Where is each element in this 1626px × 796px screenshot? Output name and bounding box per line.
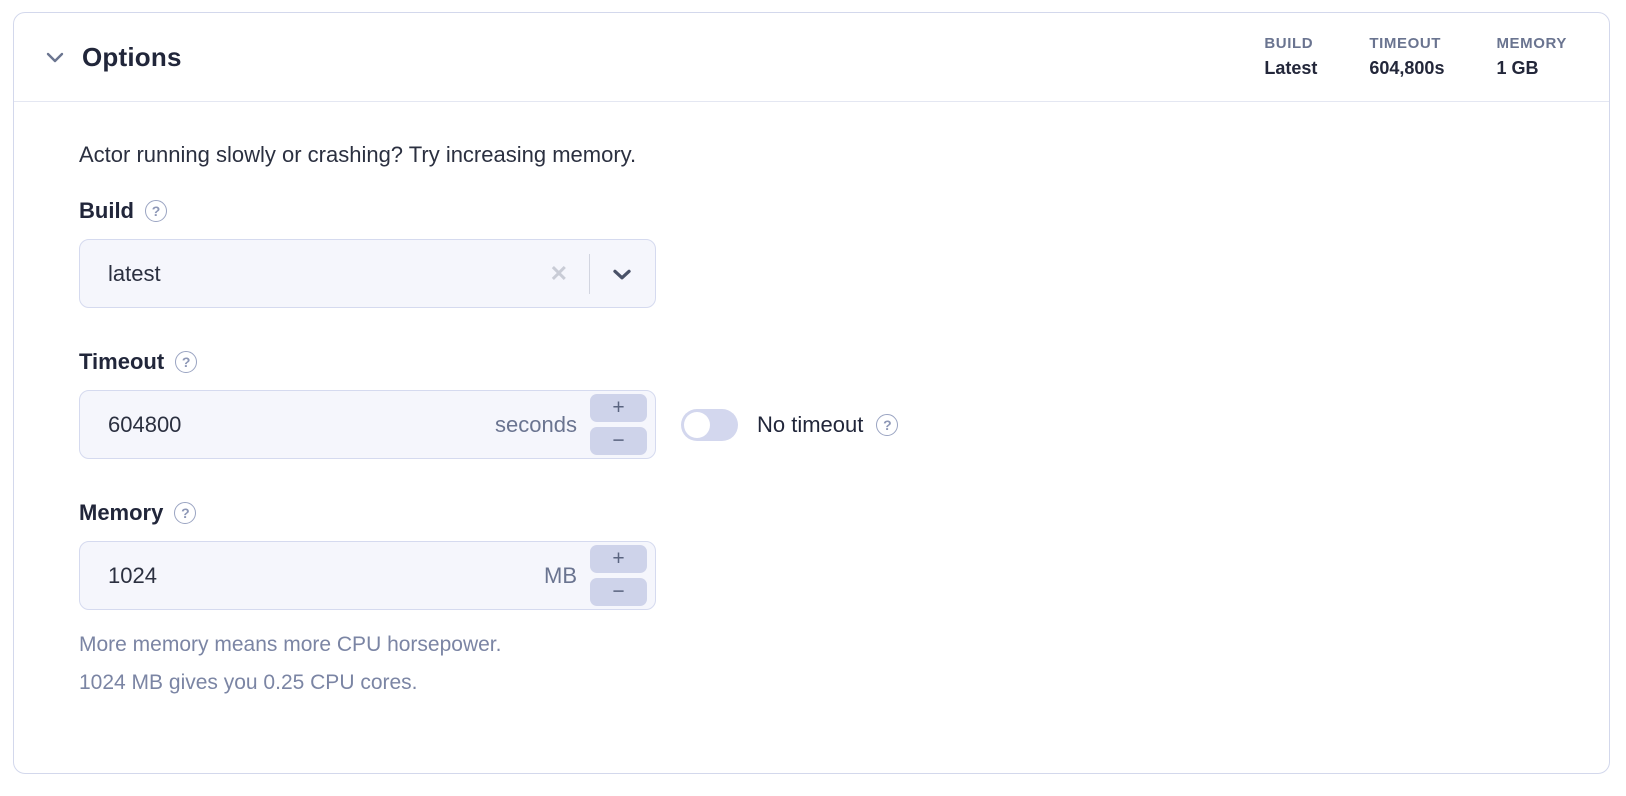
memory-field-group: Memory ? MB + − More memory means more C… [79,500,1545,702]
memory-stepper: + − [590,545,647,606]
stat-build: BUILD Latest [1264,33,1317,81]
header-stats: BUILD Latest TIMEOUT 604,800s MEMORY 1 G… [1264,33,1567,81]
chevron-down-icon [43,45,67,69]
options-panel-body: Actor running slowly or crashing? Try in… [14,102,1609,742]
memory-increment-button[interactable]: + [590,545,647,573]
memory-help-icon[interactable]: ? [174,502,197,524]
no-timeout-toggle[interactable] [681,408,738,441]
timeout-input-box: seconds + − [79,390,656,459]
chevron-down-icon [609,261,635,287]
timeout-decrement-button[interactable]: − [590,427,647,455]
build-clear-icon[interactable]: ✕ [546,262,572,285]
timeout-increment-button[interactable]: + [590,394,647,422]
select-divider [589,253,590,294]
build-select-value: latest [108,260,161,286]
collapse-options-button[interactable] [40,42,70,72]
panel-title: Options [82,41,182,72]
stat-build-label: BUILD [1264,35,1314,52]
timeout-input[interactable] [108,411,496,438]
timeout-stepper: + − [590,394,647,455]
timeout-help-icon[interactable]: ? [175,351,198,373]
build-label: Build [79,198,134,223]
build-help-icon[interactable]: ? [145,200,167,222]
no-timeout-help-icon[interactable]: ? [876,413,899,436]
stat-memory: MEMORY 1 GB [1496,33,1567,81]
memory-input[interactable] [108,562,544,589]
memory-label: Memory [79,500,164,525]
build-field-group: Build ? latest ✕ [79,198,1545,308]
stat-timeout-value: 604,800s [1369,58,1445,78]
stat-timeout: TIMEOUT 604,800s [1369,33,1444,81]
stat-memory-label: MEMORY [1496,35,1567,52]
stat-timeout-label: TIMEOUT [1369,35,1442,52]
no-timeout-toggle-group: No timeout ? [681,408,899,441]
memory-helper-line-1: More memory means more CPU horsepower. [79,633,502,656]
stat-memory-value: 1 GB [1496,58,1539,78]
no-timeout-label: No timeout [757,411,864,437]
memory-unit-label: MB [544,562,577,588]
timeout-label: Timeout [79,349,165,374]
build-select[interactable]: latest ✕ [79,239,656,308]
intro-text: Actor running slowly or crashing? Try in… [79,142,637,167]
stat-build-value: Latest [1264,58,1318,78]
memory-decrement-button[interactable]: − [590,578,647,606]
memory-input-box: MB + − [79,541,656,610]
memory-helper-text: More memory means more CPU horsepower. 1… [79,626,1545,702]
options-panel: Options BUILD Latest TIMEOUT 604,800s ME… [13,12,1610,774]
options-panel-header: Options BUILD Latest TIMEOUT 604,800s ME… [14,13,1609,102]
timeout-field-group: Timeout ? seconds + − No timeout [79,349,1545,459]
toggle-knob [684,411,710,438]
memory-helper-line-2: 1024 MB gives you 0.25 CPU cores. [79,671,418,694]
build-select-chevron-button[interactable] [607,261,647,287]
timeout-unit-label: seconds [495,411,577,437]
